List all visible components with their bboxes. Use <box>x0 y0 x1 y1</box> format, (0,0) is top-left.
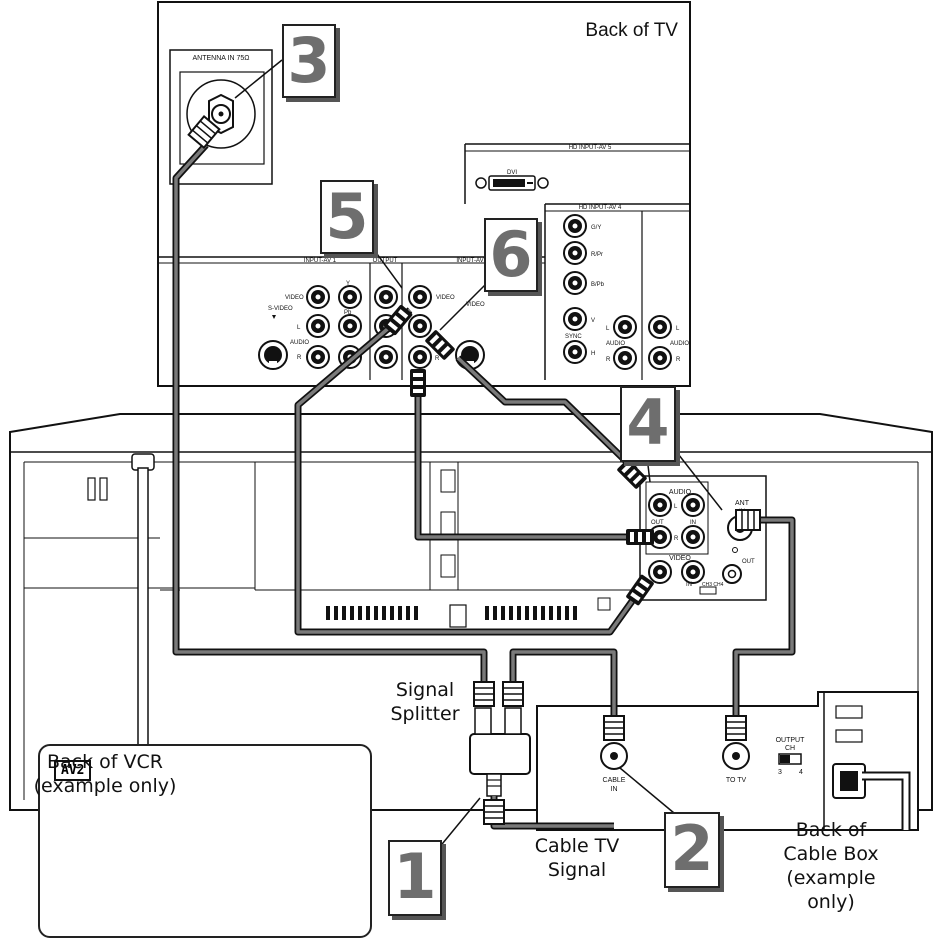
av4-l-label: L <box>606 326 610 332</box>
sync-h-label: H <box>591 351 595 357</box>
cables <box>172 142 796 830</box>
tv-back-panel: Back of TV ANTENNA IN 75Ω HD INPUT-AV 5 … <box>157 1 691 387</box>
av2-r-label: R <box>435 356 440 362</box>
av5-audio-label: AUDIO <box>670 341 689 347</box>
vcr-vents <box>326 606 577 620</box>
cable-signal-line1: Cable TV <box>534 835 620 857</box>
step-1-box: 1 <box>388 840 442 916</box>
vcr-ch-label: CH3 CH4 <box>702 582 724 588</box>
dvi-port-icon[interactable] <box>475 175 549 191</box>
ch3-label: 3 <box>778 769 782 776</box>
av5-l-label: L <box>676 326 680 332</box>
av4-r-label: R <box>606 357 611 363</box>
step-6-box: 6 <box>484 218 538 292</box>
cable-box-power-cord <box>832 763 911 830</box>
cable-box-caption: Back of Cable Box (example only) <box>766 818 896 914</box>
cable-in-label-1: CABLE <box>603 777 626 784</box>
vcr-r-label: R <box>674 536 679 542</box>
step-5-box: 5 <box>320 180 374 254</box>
av1-r-label: R <box>297 355 302 361</box>
av1-svideo-label: S-VIDEO <box>268 306 293 312</box>
jack-label-rpr: R/Pr <box>591 252 603 258</box>
vcr-video-label: VIDEO <box>669 555 691 562</box>
to-tv-label: TO TV <box>726 777 747 784</box>
vcr-out-label: OUT <box>651 520 664 526</box>
cable-in-jack[interactable] <box>600 742 628 770</box>
vcr-in-label: IN <box>690 520 696 526</box>
av1-l-label: L <box>297 325 301 331</box>
tv-title: Back of TV <box>585 20 678 41</box>
av2-screen: AV2 <box>38 744 372 938</box>
connection-diagram: Back of TV ANTENNA IN 75Ω HD INPUT-AV 5 … <box>9 1 933 938</box>
cable-in-label-2: IN <box>611 786 618 793</box>
vcr-ant-out-label: OUT <box>742 559 755 565</box>
cable-box-caption-line1: Back of <box>795 819 867 841</box>
vcr-jack-panel: AUDIO L OUT IN R VIDEO IN CH3 CH4 ANT IN… <box>639 475 767 601</box>
cable-box-caption-line4: only) <box>807 891 855 913</box>
jack-label-bpb: B/Pb <box>591 282 605 288</box>
hd-input-av5-section: HD INPUT-AV 5 DVI HD INPUT-AV 4 G/Y R/Pr… <box>464 143 690 380</box>
vcr-caption-line1: Back of VCR <box>47 751 163 773</box>
input-av2-label: INPUT-AV <box>456 258 483 264</box>
cable-box-panel: CABLE IN TO TV OUTPUT CH 3 4 <box>536 691 919 831</box>
cable-signal-caption: Cable TV Signal <box>522 834 632 882</box>
sync-v-label: V <box>591 318 595 324</box>
splitter-caption-line2: Splitter <box>390 703 460 725</box>
av1-pb-label: Pb <box>344 310 352 316</box>
output-label: OUTPUT <box>373 258 398 264</box>
av2-svideo-label: VIDEO <box>466 302 485 308</box>
av5-r-label: R <box>676 357 681 363</box>
vcr-caption-line2: (example only) <box>33 775 177 797</box>
cable-signal-line2: Signal <box>547 859 607 881</box>
av1-video-label: VIDEO <box>285 295 304 301</box>
dvi-label: DVI <box>507 170 517 176</box>
output-ch-label: OUTPUT <box>776 737 806 744</box>
av-input-strip: INPUT-AV 1 OUTPUT INPUT-AV VIDEO S-VIDEO… <box>158 256 545 380</box>
step-2-box: 2 <box>664 812 720 888</box>
av1-audio-label: AUDIO <box>290 340 309 346</box>
svideo-jack-icon[interactable] <box>258 340 288 370</box>
vcr-l-label: L <box>674 504 678 510</box>
sync-label: SYNC <box>565 334 582 340</box>
vcr-ant-label: ANT <box>735 500 750 507</box>
cable-box-caption-line2: Cable Box <box>783 843 879 865</box>
av4-audio-label: AUDIO <box>606 341 625 347</box>
vcr-caption: Back of VCR (example only) <box>30 750 180 798</box>
antenna-in-section: ANTENNA IN 75Ω <box>169 49 273 185</box>
jack-label-gy: G/Y <box>591 225 601 231</box>
splitter-caption-line1: Signal <box>395 679 455 701</box>
av2-badge: AV2 <box>54 760 92 781</box>
step-3-box: 3 <box>282 24 336 98</box>
ch4-label: 4 <box>799 769 803 776</box>
input-av1-label: INPUT-AV 1 <box>304 258 337 264</box>
cable-box-caption-line3: (example <box>786 867 876 889</box>
hd-av5-label: HD INPUT-AV 5 <box>569 145 612 151</box>
antenna-in-jack[interactable] <box>208 93 234 135</box>
splitter-caption: Signal Splitter <box>380 678 470 726</box>
channel-switch[interactable] <box>778 753 802 765</box>
vcr-audio-label: AUDIO <box>669 489 692 496</box>
antenna-in-label: ANTENNA IN 75Ω <box>193 55 250 62</box>
to-tv-jack[interactable] <box>722 742 750 770</box>
hd-av4-label: HD INPUT-AV 4 <box>579 205 622 211</box>
output-ch-ch: CH <box>785 745 795 752</box>
av1-y-label: Y <box>346 281 350 287</box>
signal-splitter <box>469 707 531 797</box>
step-4-box: 4 <box>620 386 676 462</box>
vcr-video-in-label: IN <box>686 582 692 588</box>
av2-video-label: VIDEO <box>436 295 455 301</box>
